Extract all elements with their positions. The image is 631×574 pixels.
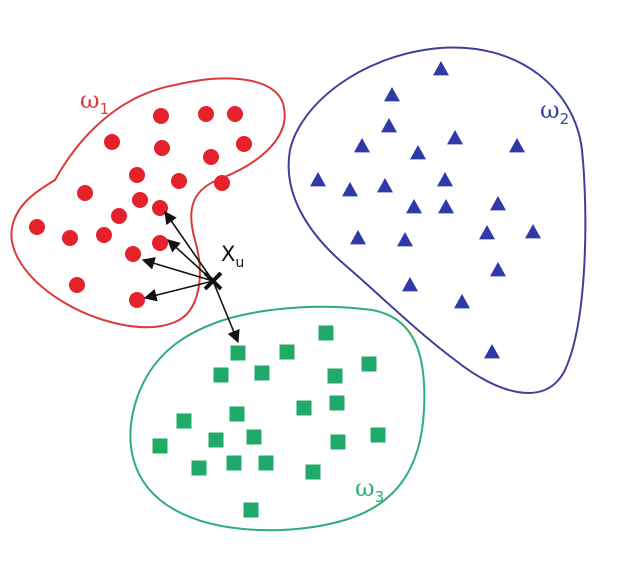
class-1-point bbox=[214, 175, 230, 191]
class-1-point bbox=[154, 140, 170, 156]
query-subscript: u bbox=[235, 255, 244, 271]
class-1-point bbox=[111, 208, 127, 224]
class-3-subscript: 3 bbox=[375, 488, 385, 506]
query-symbol: X bbox=[221, 242, 235, 266]
class-2-point bbox=[310, 172, 326, 187]
class-1-point bbox=[171, 173, 187, 189]
class-2-point bbox=[381, 118, 397, 133]
class-1-point bbox=[227, 106, 243, 122]
class-2-point bbox=[350, 230, 366, 245]
class-3-point bbox=[254, 365, 270, 381]
neighbor-arrow bbox=[143, 280, 214, 302]
class-1-point bbox=[203, 149, 219, 165]
class-3-point bbox=[229, 406, 245, 422]
class-3-point bbox=[152, 438, 168, 454]
class-3-point bbox=[213, 367, 229, 383]
class-1-point bbox=[125, 246, 141, 262]
class-3-point bbox=[327, 368, 343, 384]
class-3-point bbox=[208, 432, 224, 448]
query-label: Xu bbox=[221, 242, 244, 271]
class-1-point bbox=[132, 192, 148, 208]
neighbor-arrow bbox=[212, 280, 240, 344]
class-3-point bbox=[226, 455, 242, 471]
cluster-2-boundary bbox=[287, 46, 587, 394]
query-point-marker bbox=[203, 271, 223, 291]
class-2-point bbox=[438, 199, 454, 214]
class-1-point bbox=[129, 167, 145, 183]
class-2-point bbox=[384, 87, 400, 102]
class-1-symbol: ω bbox=[80, 86, 100, 114]
cluster-3-boundary bbox=[129, 305, 426, 532]
class-3-point bbox=[191, 460, 207, 476]
class-3-point bbox=[230, 345, 246, 361]
class-1-point bbox=[152, 235, 168, 251]
class-1-point bbox=[153, 108, 169, 124]
class-3-point bbox=[370, 427, 386, 443]
class-2-point bbox=[410, 145, 426, 160]
class-2-point bbox=[509, 138, 525, 153]
class-2-point bbox=[433, 61, 449, 76]
class-2-point bbox=[479, 225, 495, 240]
class-3-point bbox=[176, 413, 192, 429]
class-2-points bbox=[310, 61, 541, 359]
class-2-subscript: 2 bbox=[560, 110, 570, 128]
class-1-point bbox=[62, 230, 78, 246]
class-2-point bbox=[397, 232, 413, 247]
class-3-symbol: ω bbox=[355, 474, 375, 502]
class-3-point bbox=[318, 325, 334, 341]
class-3-point bbox=[330, 434, 346, 450]
neighbor-arrow bbox=[164, 210, 214, 282]
neighbor-arrows bbox=[141, 210, 240, 344]
class-1-point bbox=[152, 200, 168, 216]
class-3-point bbox=[279, 344, 295, 360]
class-1-point bbox=[96, 227, 112, 243]
class-3-point bbox=[329, 395, 345, 411]
neighbor-arrow bbox=[141, 257, 214, 282]
class-3-point bbox=[305, 464, 321, 480]
class-2-point bbox=[437, 172, 453, 187]
class-2-point bbox=[484, 344, 500, 359]
class-1-point bbox=[69, 277, 85, 293]
class-2-label: ω2 bbox=[540, 96, 569, 128]
class-2-point bbox=[406, 199, 422, 214]
class-1-point bbox=[104, 134, 120, 150]
class-2-point bbox=[354, 138, 370, 153]
class-2-point bbox=[342, 182, 358, 197]
class-2-symbol: ω bbox=[540, 96, 560, 124]
class-2-point bbox=[490, 196, 506, 211]
class-1-subscript: 1 bbox=[100, 100, 110, 118]
class-1-points bbox=[29, 106, 252, 308]
cluster-1-boundary bbox=[10, 77, 286, 329]
class-1-point bbox=[77, 185, 93, 201]
class-3-point bbox=[258, 455, 274, 471]
class-3-point bbox=[246, 429, 262, 445]
class-1-point bbox=[129, 292, 145, 308]
class-2-point bbox=[447, 130, 463, 145]
class-1-label: ω1 bbox=[80, 86, 109, 118]
class-1-point bbox=[236, 136, 252, 152]
class-3-points bbox=[152, 325, 386, 518]
class-3-label: ω3 bbox=[355, 474, 384, 506]
class-2-point bbox=[454, 294, 470, 309]
class-3-point bbox=[361, 356, 377, 372]
class-1-point bbox=[29, 219, 45, 235]
class-3-point bbox=[243, 502, 259, 518]
class-2-point bbox=[377, 178, 393, 193]
class-1-point bbox=[198, 106, 214, 122]
class-2-point bbox=[402, 277, 418, 292]
class-3-point bbox=[296, 400, 312, 416]
class-2-point bbox=[525, 224, 541, 239]
class-2-point bbox=[490, 262, 506, 277]
